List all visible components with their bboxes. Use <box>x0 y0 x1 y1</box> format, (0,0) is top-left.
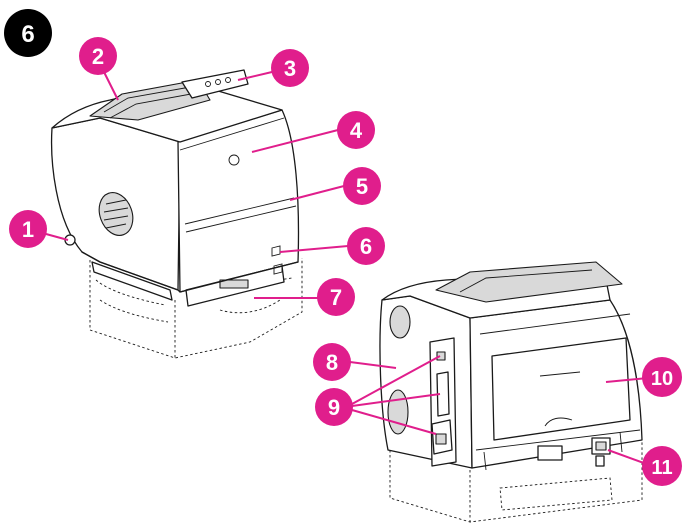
callout-4-label: 4 <box>350 118 363 143</box>
callout-7: 7 <box>317 278 355 316</box>
callout-9-label: 9 <box>328 395 340 420</box>
printer-rear-view-icon <box>379 261 643 523</box>
callout-11: 11 <box>642 446 682 486</box>
printer-front-view-icon <box>51 69 303 359</box>
callout-5-label: 5 <box>356 174 368 199</box>
callout-10-label: 10 <box>651 368 673 390</box>
callout-2-label: 2 <box>92 44 104 69</box>
callout-5: 5 <box>343 167 381 205</box>
callout-6: 6 <box>347 227 385 265</box>
callout-2: 2 <box>79 37 117 75</box>
callout-8: 8 <box>313 343 351 381</box>
callout-10: 10 <box>642 357 682 397</box>
rear-optional-tray-outline <box>389 438 643 523</box>
callout-3: 3 <box>271 49 309 87</box>
callout-3-label: 3 <box>284 56 296 81</box>
callout-11-label: 11 <box>651 457 672 479</box>
callout-7-label: 7 <box>330 285 342 310</box>
callout-6-label: 6 <box>360 234 372 259</box>
side-vent <box>98 192 134 236</box>
callout-9: 9 <box>315 388 353 426</box>
callout-8-label: 8 <box>326 350 338 375</box>
callout-1: 1 <box>9 210 47 248</box>
callout-4: 4 <box>337 111 375 149</box>
figure-number-badge: 6 <box>4 9 52 57</box>
callout-1-label: 1 <box>22 217 34 242</box>
figure-number: 6 <box>21 21 34 48</box>
